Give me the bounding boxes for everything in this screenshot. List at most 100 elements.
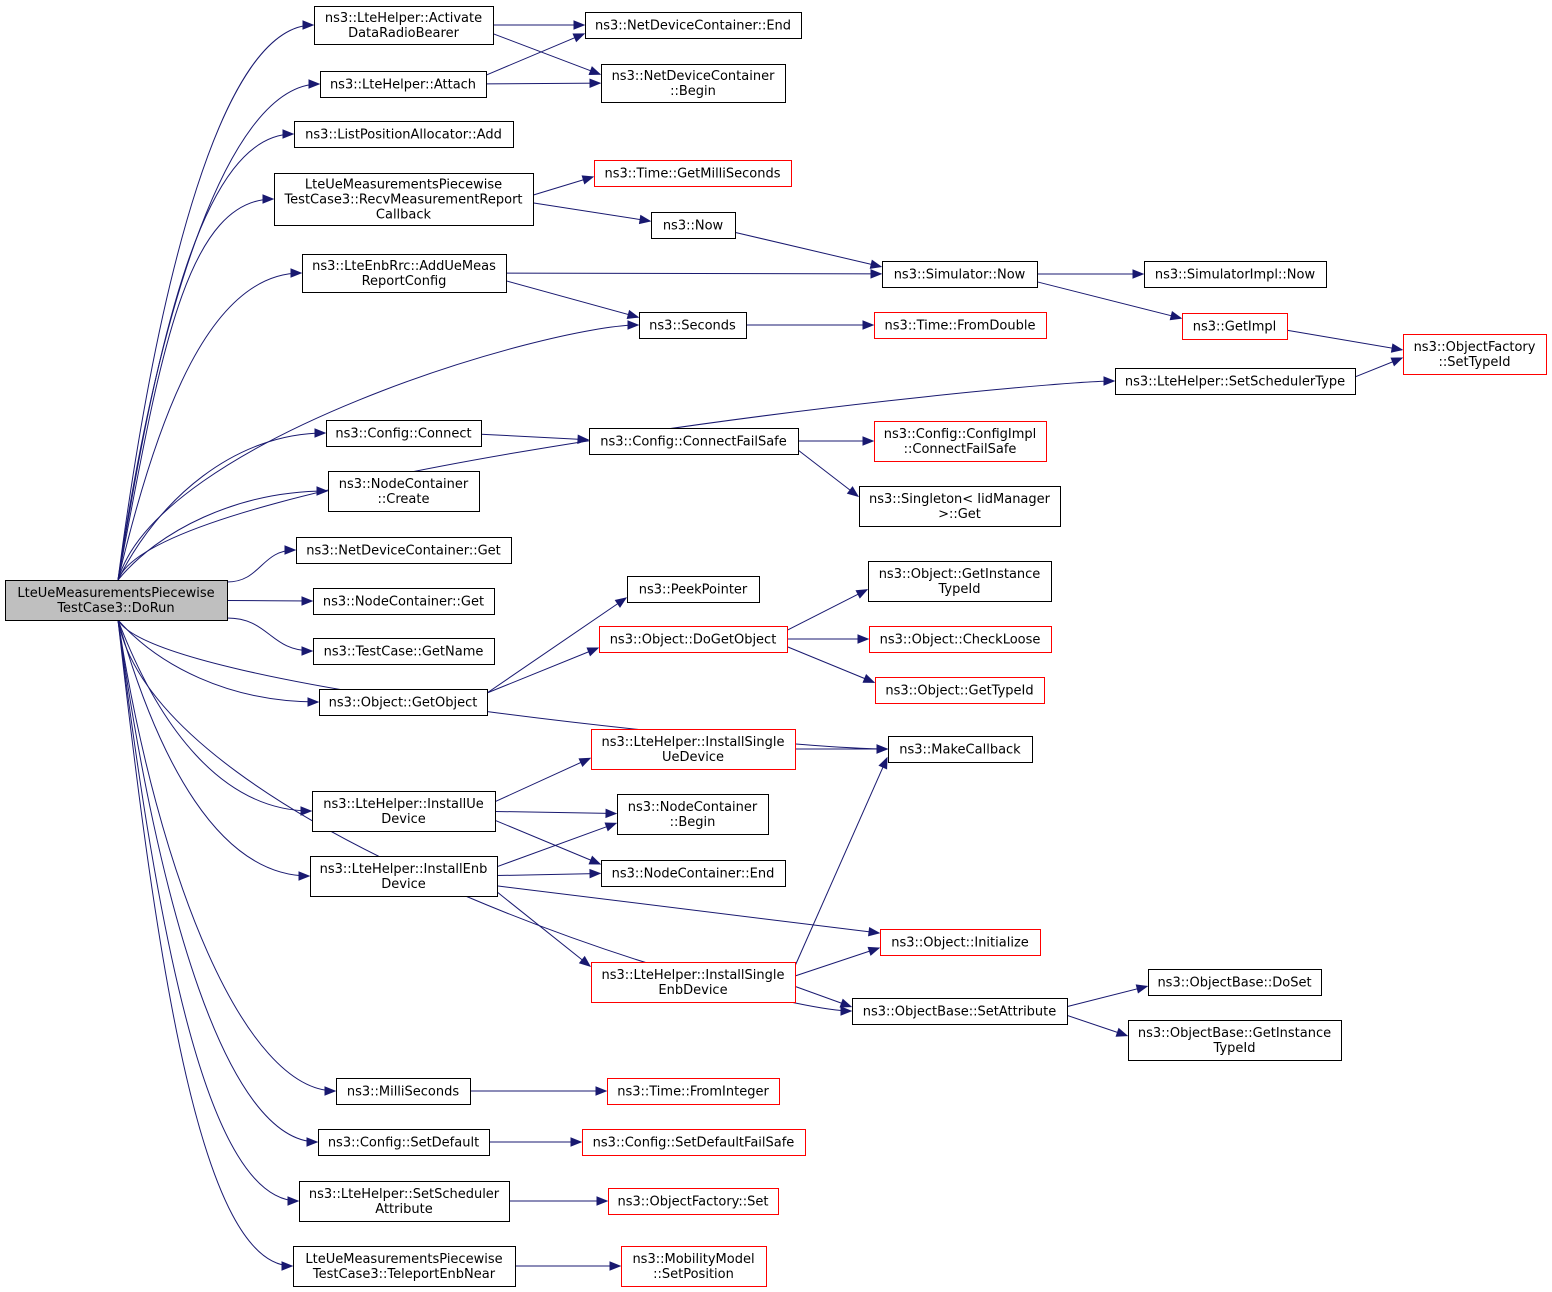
arrowhead [839,998,853,1008]
arrowhead [609,1261,622,1271]
node-setschedtype[interactable]: ns3::LteHelper::SetSchedulerType [1115,368,1356,395]
edge-attach-to-ndc-begin [485,78,602,88]
edge-dorun-to-cfg-setdefault [117,619,319,1147]
node-label-line: ::SetPosition [653,1267,734,1282]
node-box [589,428,799,455]
edge-recv-to-now [532,202,652,225]
node-sim-now[interactable]: ns3::Simulator::Now [882,261,1038,288]
edge-line [505,280,639,318]
node-nc-create[interactable]: ns3::NodeContainer::Create [328,471,480,512]
node-label-line: ns3::ObjectBase::GetInstance [1138,1026,1331,1041]
node-nc-begin[interactable]: ns3::NodeContainer::Begin [617,794,769,835]
node-label-line: DataRadioBearer [348,26,460,41]
edge-line [485,33,585,76]
arrowhead [869,259,883,269]
node-label-line: ns3::Time::FromDouble [885,319,1036,334]
node-ndc-get[interactable]: ns3::NetDeviceContainer::Get [296,537,512,564]
node-box [274,173,534,226]
node-getmilli[interactable]: ns3::Time::GetMilliSeconds [594,160,792,187]
node-cfg-setdefault[interactable]: ns3::Config::SetDefault [318,1129,490,1156]
node-fromdouble[interactable]: ns3::Time::FromDouble [874,312,1047,339]
node-now[interactable]: ns3::Now [651,212,736,239]
node-ndc-end[interactable]: ns3::NetDeviceContainer::End [585,12,802,39]
edge-line [786,589,868,631]
node-label-line: ns3::Now [663,219,724,234]
node-millis[interactable]: ns3::MilliSeconds [336,1078,471,1105]
edge-line [226,549,296,583]
edge-line [496,891,591,967]
node-box [874,312,1047,339]
edge-line [505,272,882,275]
node-obj-gettypeid[interactable]: ns3::Object::GetTypeId [875,677,1045,704]
arrowhead [604,822,618,832]
node-mm-setpos[interactable]: ns3::MobilityModel::SetPosition [621,1246,767,1287]
node-label-line: ::ConnectFailSafe [904,442,1017,457]
node-recv[interactable]: LteUeMeasurementsPiecewiseTestCase3::Rec… [274,173,534,226]
node-ob-setattr[interactable]: ns3::ObjectBase::SetAttribute [852,998,1068,1025]
edge-dorun-to-setschedtype [117,376,1116,581]
node-obj-getobject[interactable]: ns3::Object::GetObject [319,689,488,716]
edge-attach-to-ndc-end [485,33,586,76]
node-simimpl-now[interactable]: ns3::SimulatorImpl::Now [1144,261,1327,288]
node-label-line: ns3::LteHelper::InstallUe [323,797,484,812]
node-label-line: ns3::TestCase::GetName [324,645,484,660]
function-nodes: LteUeMeasurementsPiecewiseTestCase3::DoR… [5,6,1547,1287]
edge-dorun-to-ndc-get [226,545,297,583]
arrowhead [316,486,329,496]
node-singleton-get[interactable]: ns3::Singleton< IidManager>::Get [859,486,1061,527]
node-of-settypeid[interactable]: ns3::ObjectFactory::SetTypeId [1403,334,1547,375]
node-frominteger[interactable]: ns3::Time::FromInteger [607,1078,780,1105]
node-getimpl[interactable]: ns3::GetImpl [1182,313,1288,340]
node-box [319,689,488,716]
node-peekpointer[interactable]: ns3::PeekPointer [627,576,760,603]
edge-dorun-to-teleport [117,619,294,1271]
node-label-line: TypeId [938,582,981,597]
edge-setschedattr-to-of-set [509,1196,609,1206]
edge-installsingleue-to-makecallback [795,744,889,754]
node-tc-getname[interactable]: ns3::TestCase::GetName [313,638,495,665]
node-label-line: TestCase3::RecvMeasurementReport [283,193,522,208]
node-obj-checkloose[interactable]: ns3::Object::CheckLoose [869,626,1052,653]
node-obj-dogetobject[interactable]: ns3::Object::DoGetObject [599,626,788,653]
node-nc-end[interactable]: ns3::NodeContainer::End [601,860,786,887]
node-cfg-connect[interactable]: ns3::Config::Connect [326,420,482,447]
edge-dorun-to-lpa-add [117,129,295,581]
arrowhead [862,436,875,446]
arrowhead [306,1137,319,1147]
edge-activate-to-ndc-end [493,20,586,30]
node-obj-initialize[interactable]: ns3::Object::Initialize [880,929,1041,956]
node-nc-get[interactable]: ns3::NodeContainer::Get [313,588,495,615]
node-of-set[interactable]: ns3::ObjectFactory::Set [608,1188,779,1215]
node-label-line: ns3::Config::SetDefault [328,1136,479,1151]
node-lpa-add[interactable]: ns3::ListPositionAllocator::Add [294,121,514,148]
node-ob-doset[interactable]: ns3::ObjectBase::DoSet [1148,969,1322,996]
node-makecallback[interactable]: ns3::MakeCallback [888,736,1033,763]
node-cfg-setdefaultfs[interactable]: ns3::Config::SetDefaultFailSafe [582,1129,806,1156]
arrowhead [298,871,311,881]
arrowhead [308,79,321,89]
node-box [591,729,796,770]
node-attach[interactable]: ns3::LteHelper::Attach [320,71,487,98]
node-ndc-begin[interactable]: ns3::NetDeviceContainer::Begin [601,64,786,103]
node-cfgimpl-connectfs[interactable]: ns3::Config::ConfigImpl::ConnectFailSafe [874,421,1047,462]
node-teleport[interactable]: LteUeMeasurementsPiecewiseTestCase3::Tel… [293,1246,516,1287]
arrowhead [589,868,602,879]
edge-line [117,272,302,581]
node-seconds[interactable]: ns3::Seconds [639,312,747,339]
edge-cfg-connectfs-to-singleton-get [797,449,860,498]
node-cfg-connectfs[interactable]: ns3::Config::ConnectFailSafe [589,428,799,455]
node-label-line: ns3::Config::ConfigImpl [884,427,1037,442]
edge-line [117,619,336,1092]
node-box [888,736,1033,763]
node-label-line: ns3::Singleton< IidManager [869,492,1051,507]
